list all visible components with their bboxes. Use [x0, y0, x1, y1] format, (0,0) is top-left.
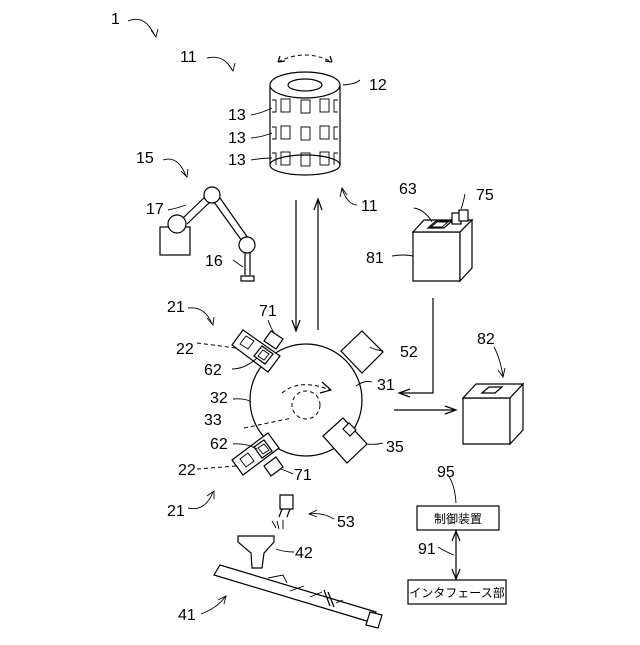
ref-11-mid: 11 [361, 198, 378, 215]
ref-75: 75 [476, 187, 494, 204]
ref-16: 16 [205, 253, 223, 270]
transfer-arrows [292, 199, 322, 331]
ref-33: 33 [204, 412, 222, 429]
ref-13-c: 13 [228, 152, 246, 169]
ref-17: 17 [146, 201, 164, 218]
ref-63: 63 [399, 181, 417, 198]
dispense-nozzle [272, 495, 293, 529]
drum-cells [272, 99, 338, 166]
ref-35: 35 [386, 439, 404, 456]
ref-91: 91 [418, 541, 436, 558]
ref-41: 41 [178, 607, 196, 624]
ref-31: 31 [377, 377, 395, 394]
ref-11-top: 11 [180, 49, 197, 66]
ref-62-top: 62 [204, 362, 222, 379]
ref-13-a: 13 [228, 107, 246, 124]
ref-32: 32 [210, 390, 228, 407]
reference-numerals: 1 11 12 13 13 13 15 11 17 16 63 75 81 21… [111, 11, 495, 624]
ref-12: 12 [369, 77, 387, 94]
interface-unit-label: インタフェース部 [409, 585, 504, 600]
ref-22-bot: 22 [178, 462, 196, 479]
control-device-label: 制御装置 [434, 511, 482, 526]
ref-62-bot: 62 [210, 436, 228, 453]
ref-52: 52 [400, 344, 418, 361]
ref-71-top: 71 [259, 303, 277, 320]
ref-53: 53 [337, 514, 355, 531]
ref-71-bot: 71 [294, 467, 312, 484]
ref-15: 15 [136, 150, 154, 167]
ref-21-top: 21 [167, 299, 185, 316]
ref-1: 1 [111, 11, 120, 28]
collection-box [463, 384, 523, 444]
rotating-drum [270, 55, 340, 175]
ref-95: 95 [437, 464, 455, 481]
supply-box [413, 210, 472, 281]
ref-22-top: 22 [176, 341, 194, 358]
ref-13-b: 13 [228, 130, 246, 147]
ref-21-bot: 21 [167, 503, 185, 520]
ref-82: 82 [477, 331, 495, 348]
ref-42: 42 [295, 545, 313, 562]
ref-81: 81 [366, 250, 384, 267]
